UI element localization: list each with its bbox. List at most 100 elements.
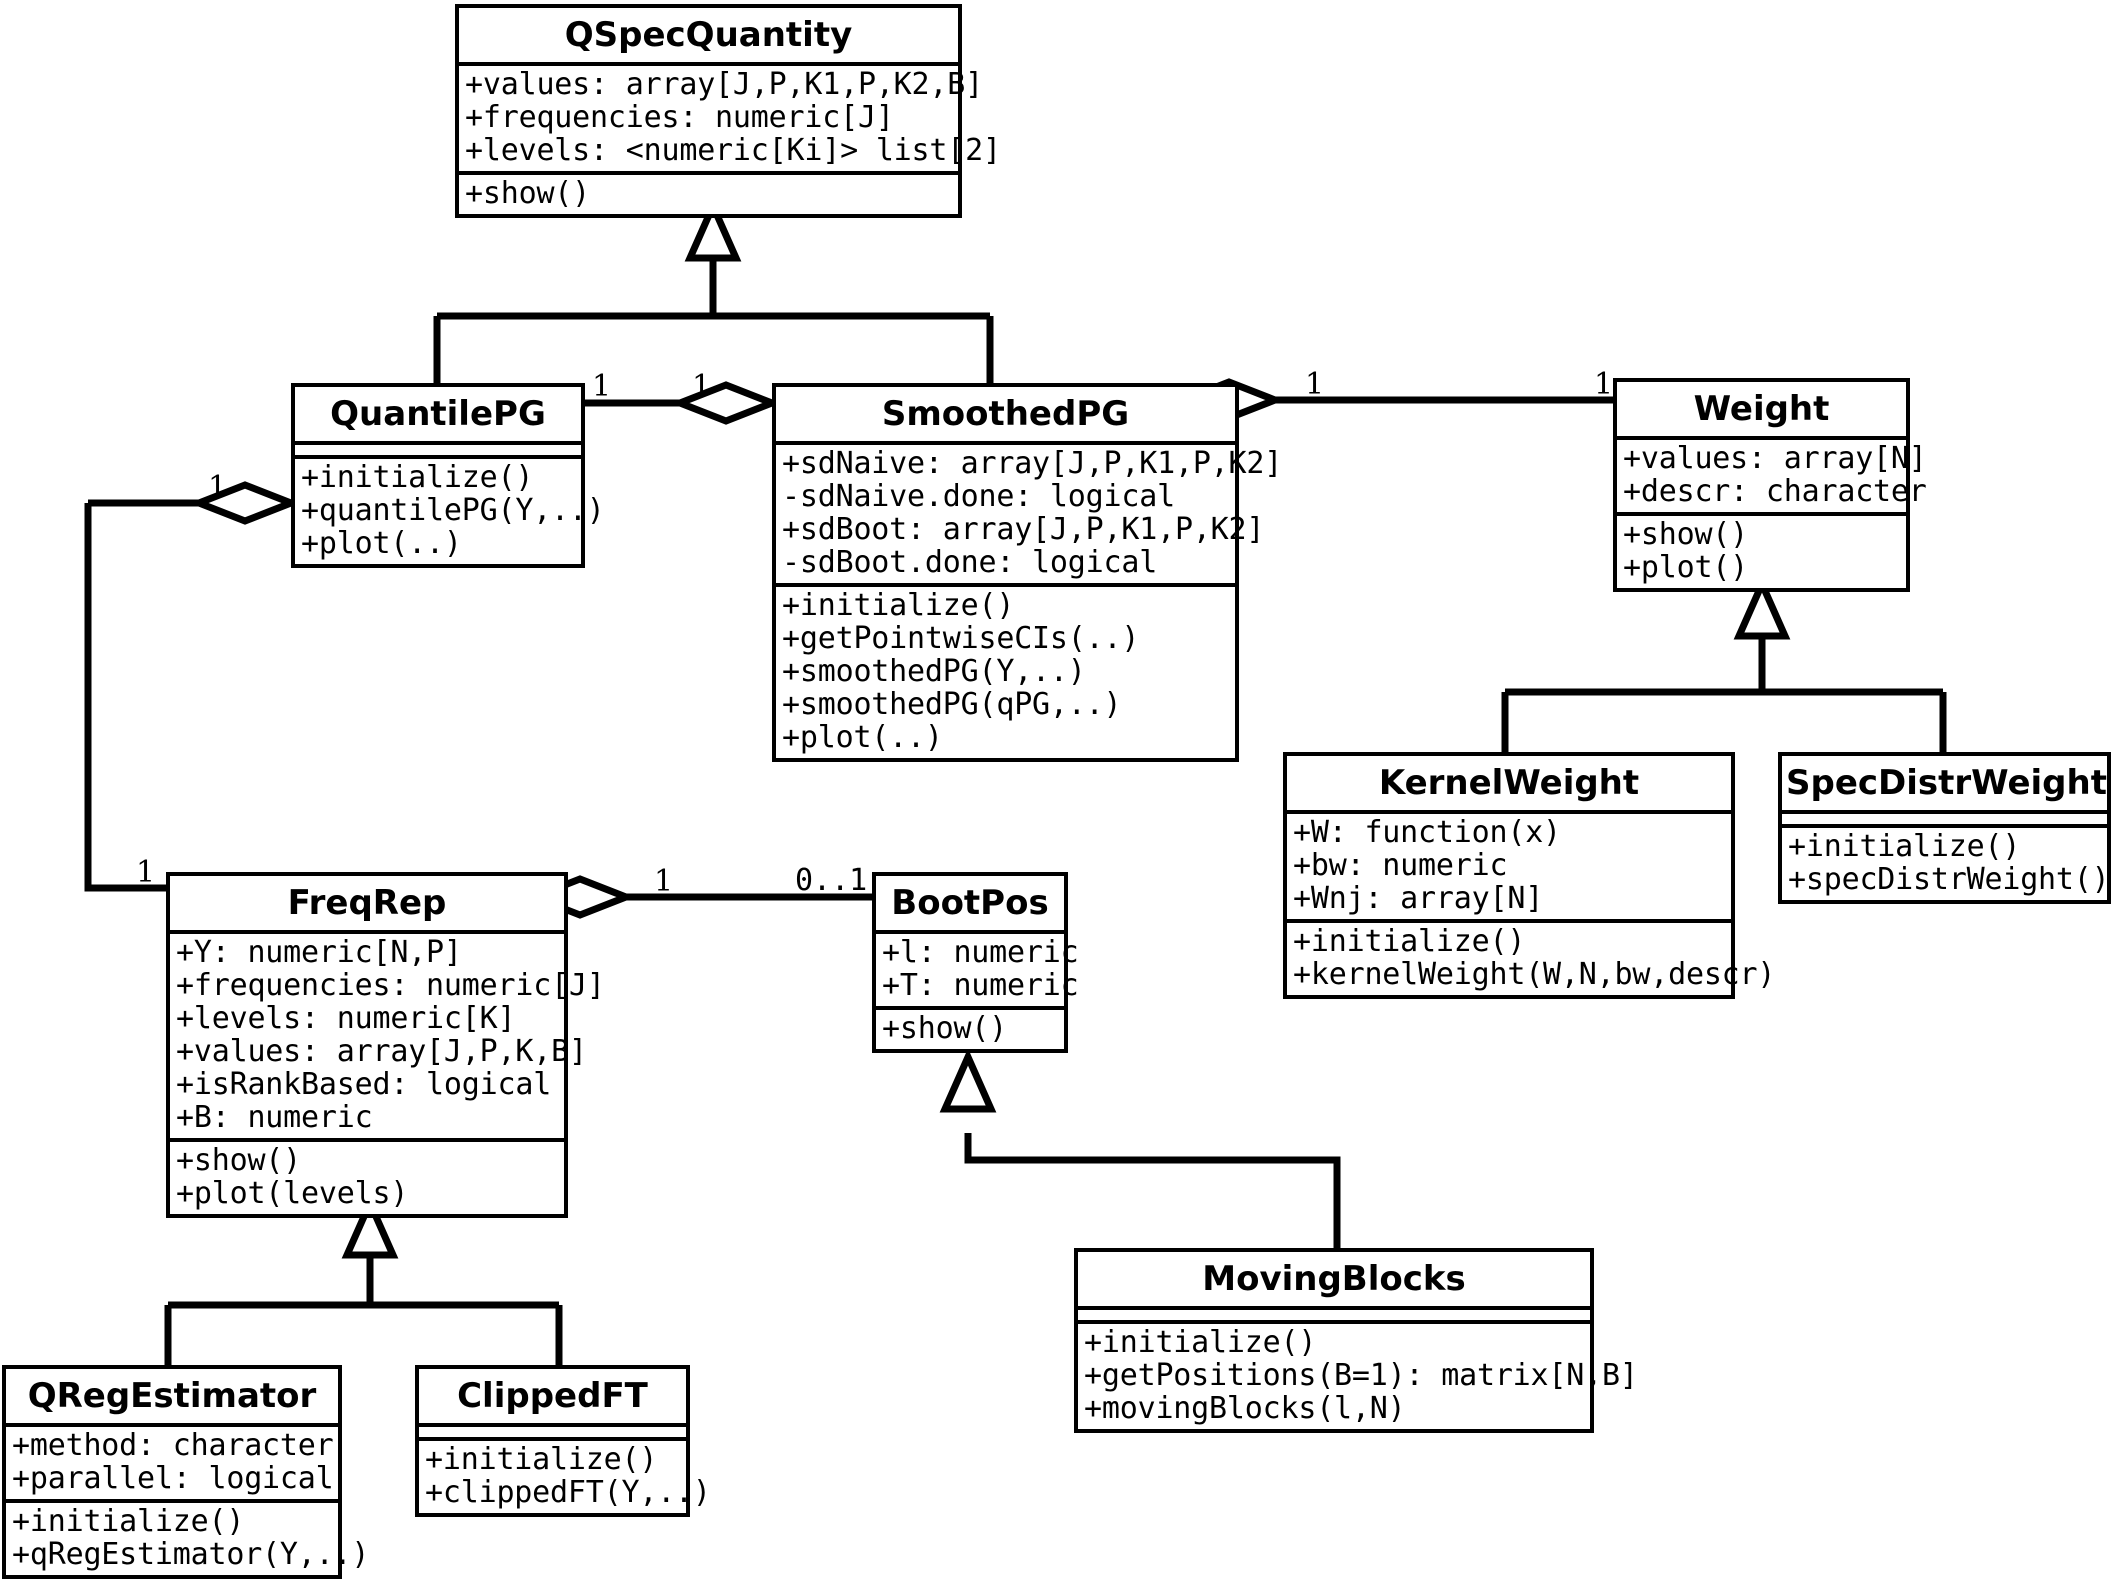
method-row: +smoothedPG(Y,..) (782, 654, 1086, 689)
attribute-row: +levels: <numeric[Ki]> list[2] (465, 133, 1001, 168)
multiplicity-freqrep-bootpos-dst: 0..1 (795, 863, 868, 898)
class-sep-kernelweight-1 (1287, 810, 1731, 814)
method-row: +initialize() (1788, 829, 2021, 864)
multiplicity-quantilepg-smoothedpg-dst: 1 (692, 369, 712, 404)
class-box-smoothedpg[interactable]: SmoothedPG +sdNaive: array[J,P,K1,P,K2] … (772, 383, 1283, 762)
class-attributes-quantilepg (295, 445, 581, 455)
class-title-freqrep: FreqRep (287, 883, 447, 923)
method-row: +show() (176, 1143, 302, 1178)
class-title-specdistrweight: SpecDistrWeight (1786, 763, 2107, 803)
class-title-movingblocks: MovingBlocks (1202, 1259, 1466, 1299)
method-row: +qRegEstimator(Y,..) (12, 1537, 370, 1572)
class-methods-bootpos: +show() (876, 1010, 1064, 1049)
class-title-weight: Weight (1693, 389, 1830, 429)
class-attributes-bootpos: +l: numeric +T: numeric (876, 934, 1079, 1006)
attribute-row: +sdNaive: array[J,P,K1,P,K2] (782, 446, 1283, 481)
class-sep-specdistrweight-1 (1782, 810, 2107, 814)
attribute-row: +frequencies: numeric[J] (465, 100, 894, 135)
class-sep-movingblocks-1 (1078, 1306, 1590, 1310)
method-row: +initialize() (301, 460, 534, 495)
class-box-bootpos[interactable]: BootPos +l: numeric +T: numeric +show() (872, 872, 1079, 1053)
multiplicity-quantilepg-freqrep-src: 1 (208, 470, 228, 505)
attribute-row: +W: function(x) (1293, 815, 1561, 850)
class-sep-bootpos-2 (876, 1006, 1064, 1010)
class-attributes-specdistrweight (1782, 814, 2107, 824)
class-sep-smoothedpg-1 (776, 441, 1235, 445)
multiplicity-quantilepg-smoothedpg-src: 1 (592, 369, 612, 404)
multiplicity-smoothedpg-weight-src: 1 (1305, 367, 1325, 402)
method-row: +clippedFT(Y,..) (425, 1475, 711, 1510)
attribute-row: +parallel: logical (12, 1461, 334, 1496)
generalization-line-movingblocks (964, 1133, 1341, 1248)
class-sep-qregestimator-1 (6, 1423, 338, 1427)
class-box-clippedft[interactable]: ClippedFT +initialize() +clippedFT(Y,..) (415, 1365, 711, 1517)
attribute-row: +method: character (12, 1428, 334, 1463)
attribute-row: +T: numeric (882, 968, 1079, 1003)
method-row: +movingBlocks(l,N) (1084, 1391, 1406, 1426)
method-row: +plot(..) (782, 720, 943, 755)
multiplicity-freqrep-bootpos-src: 1 (654, 864, 674, 899)
method-row: +specDistrWeight() (1788, 862, 2110, 897)
class-sep-qspecquantity-2 (459, 171, 958, 175)
aggregation-line-quantilepg-freqrep (84, 503, 166, 892)
class-box-weight[interactable]: Weight +values: array[N] +descr: charact… (1613, 378, 1927, 592)
class-sep-clippedft-2 (419, 1437, 686, 1441)
class-title-qspecquantity: QSpecQuantity (564, 15, 853, 55)
method-row: +show() (882, 1011, 1008, 1046)
attribute-row: +Y: numeric[N,P] (176, 935, 462, 970)
class-sep-clippedft-1 (419, 1423, 686, 1427)
class-title-bootpos: BootPos (891, 883, 1049, 923)
method-row: +getPointwiseCIs(..) (782, 621, 1140, 656)
attribute-row: +descr: character (1623, 474, 1927, 509)
class-title-qregestimator: QRegEstimator (27, 1376, 317, 1416)
class-attributes-weight: +values: array[N] +descr: character (1617, 440, 1927, 512)
class-methods-specdistrweight: +initialize() +specDistrWeight() (1782, 828, 2110, 900)
method-row: +plot() (1623, 550, 1749, 585)
class-attributes-qspecquantity: +values: array[J,P,K1,P,K2,B] +frequenci… (459, 66, 1001, 171)
class-attributes-smoothedpg: +sdNaive: array[J,P,K1,P,K2] -sdNaive.do… (776, 445, 1283, 583)
generalization-arrow-bootpos (939, 1048, 997, 1113)
class-sep-kernelweight-2 (1287, 919, 1731, 923)
multiplicity-quantilepg-freqrep-dst: 1 (136, 855, 156, 890)
class-methods-movingblocks: +initialize() +getPositions(B=1): matrix… (1078, 1324, 1638, 1429)
class-sep-freqrep-2 (170, 1138, 564, 1142)
method-row: +plot(levels) (176, 1176, 409, 1211)
attribute-row: -sdBoot.done: logical (782, 545, 1158, 580)
multiplicity-smoothedpg-weight-dst: 1 (1594, 367, 1614, 402)
class-sep-quantilepg-2 (295, 455, 581, 459)
class-box-specdistrweight[interactable]: SpecDistrWeight +initialize() +specDistr… (1778, 752, 2111, 904)
class-sep-qspecquantity-1 (459, 62, 958, 66)
attribute-row: +sdBoot: array[J,P,K1,P,K2] (782, 512, 1265, 547)
class-box-kernelweight[interactable]: KernelWeight +W: function(x) +bw: numeri… (1283, 752, 1775, 999)
class-attributes-qregestimator: +method: character +parallel: logical (6, 1427, 338, 1499)
class-sep-freqrep-1 (170, 930, 564, 934)
method-row: +plot(..) (301, 526, 462, 561)
class-box-qregestimator[interactable]: QRegEstimator +method: character +parall… (2, 1365, 370, 1579)
class-title-quantilepg: QuantilePG (330, 394, 546, 434)
method-row: +initialize() (1293, 924, 1526, 959)
class-box-quantilepg[interactable]: QuantilePG +initialize() +quantilePG(Y,.… (291, 383, 605, 568)
class-box-qspecquantity[interactable]: QSpecQuantity +values: array[J,P,K1,P,K2… (455, 4, 1001, 218)
attribute-row: +isRankBased: logical (176, 1067, 552, 1102)
attribute-row: +bw: numeric (1293, 848, 1508, 883)
class-sep-weight-2 (1617, 512, 1906, 516)
class-attributes-movingblocks (1078, 1310, 1590, 1320)
attribute-row: +levels: numeric[K] (176, 1001, 516, 1036)
attribute-row: +B: numeric (176, 1100, 373, 1135)
class-box-movingblocks[interactable]: MovingBlocks +initialize() +getPositions… (1074, 1248, 1638, 1433)
class-attributes-clippedft (419, 1427, 686, 1437)
attribute-row: +frequencies: numeric[J] (176, 968, 605, 1003)
class-methods-freqrep: +show() +plot(levels) (170, 1142, 564, 1214)
class-title-clippedft: ClippedFT (457, 1376, 648, 1416)
class-sep-smoothedpg-2 (776, 583, 1235, 587)
attribute-row: +values: array[J,P,K1,P,K2,B] (465, 67, 983, 102)
class-methods-qspecquantity: +show() (459, 175, 958, 214)
class-methods-clippedft: +initialize() +clippedFT(Y,..) (419, 1441, 711, 1513)
class-box-freqrep[interactable]: FreqRep +Y: numeric[N,P] +frequencies: n… (166, 872, 605, 1218)
class-methods-kernelweight: +initialize() +kernelWeight(W,N,bw,descr… (1287, 923, 1775, 995)
attribute-row: -sdNaive.done: logical (782, 479, 1175, 514)
method-row: +show() (1623, 517, 1749, 552)
class-methods-smoothedpg: +initialize() +getPointwiseCIs(..) +smoo… (776, 587, 1235, 758)
method-row: +smoothedPG(qPG,..) (782, 687, 1122, 722)
